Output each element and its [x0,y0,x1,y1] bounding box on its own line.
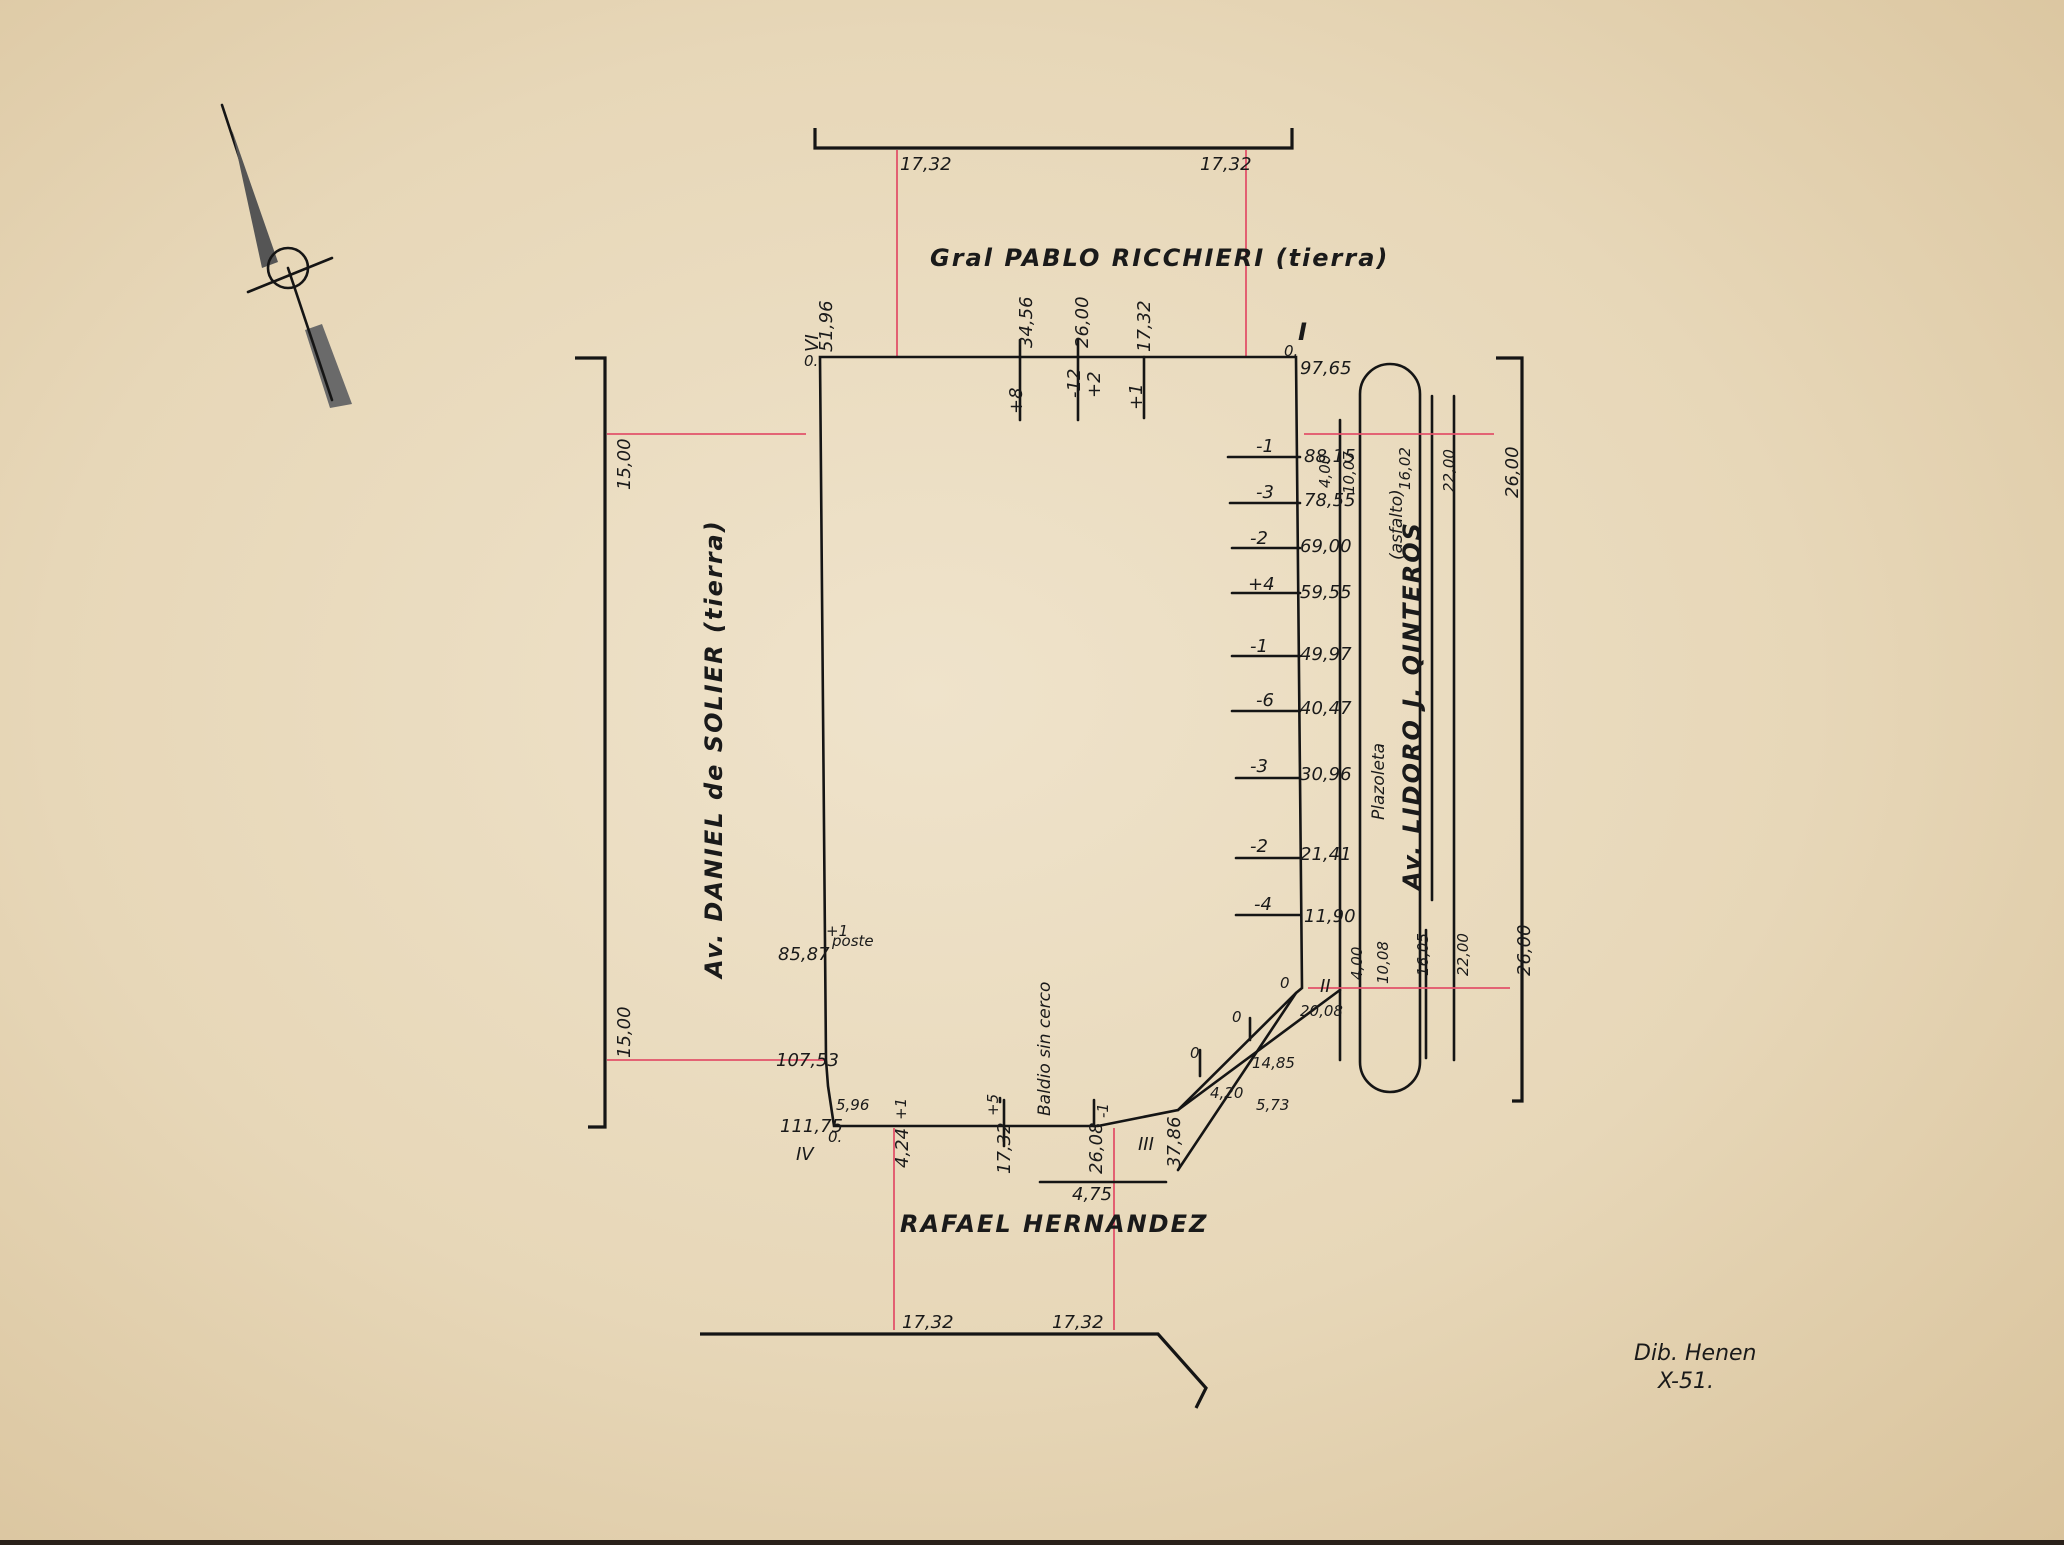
dim-left-mid: 107,53 [776,1050,839,1071]
right-ticks [1226,455,1302,917]
dim-top-right: 17,32 [1200,154,1252,175]
delta-right-4: +4 [1248,574,1275,595]
dim-top-offset-1: 34,56 [1016,296,1037,348]
dim-bottom-plus5: +5 [984,1094,1002,1116]
dim-top-corner-right: 97,65 [1300,358,1352,379]
dim-top-delta-3: +1 [1126,383,1147,410]
street-name-east: Av. LIDORO J. QINTEROS [1398,521,1426,892]
offset-right-4: 59,55 [1300,582,1352,603]
west-street-line [575,356,607,1129]
offset-right-8: 21,41 [1300,844,1352,865]
vertex-iii-label: III [1138,1134,1154,1155]
dim-bottom-plus1: +1 [892,1098,910,1120]
offset-right-2: 78,55 [1304,490,1356,511]
east-street-line [1496,356,1524,1103]
dim-diag-5: 5,73 [1256,1096,1289,1114]
dim-top-delta-2b: +2 [1084,371,1105,398]
band-top-4: 22,00 [1440,449,1458,492]
south-street-line [700,1332,1208,1409]
north-arrow-icon [220,103,352,408]
band-top-3: 16,02 [1396,447,1414,490]
corner-construction [998,988,1342,1184]
dim-bottom-1732: 17,32 [994,1122,1015,1174]
band-bottom-2: 10,08 [1374,941,1392,984]
lot-note: Baldio sin cerco [1035,982,1055,1116]
dim-bottom-minus1: -1 [1094,1103,1112,1118]
delta-right-6: -6 [1256,690,1274,711]
delta-right-5: -1 [1250,636,1268,657]
street-boundaries [575,128,1524,1409]
zero-corner-ii: 0 [1280,974,1290,992]
dim-top-offset-2: 26,00 [1072,296,1093,348]
vertex-iv-label: IV [796,1144,815,1165]
offset-right-3: 69,00 [1300,536,1352,557]
dim-bottom-475: 4,75 [1072,1184,1112,1205]
top-ticks [1018,338,1146,422]
street-name-west: Av. DANIEL de SOLIER (tierra) [700,519,728,980]
dim-bottom-2608: 26,08 [1086,1122,1107,1174]
offset-right-1: 88,15 [1304,446,1356,467]
zero-diag-1: 0 [1232,1008,1242,1026]
zero-corner-i: 0. [1284,342,1298,360]
dim-bottom-424: 4,24 [892,1128,913,1168]
band-bottom-1: 4,00 [1348,947,1366,980]
signature-name: Dib. Henen [1634,1341,1757,1366]
dim-left-poste-delta: +1 [826,922,848,940]
dim-top-left: 17,32 [900,154,952,175]
band-top-1: 4,00 [1316,455,1334,488]
dim-bottom-3786: 37,86 [1164,1116,1185,1168]
zero-corner-vi: 0. [804,352,818,370]
dim-top-delta-1: +8 [1006,387,1027,414]
vertex-i-label: I [1298,318,1309,346]
plazoleta-label: Plazoleta [1369,743,1389,820]
band-bottom-4: 22,00 [1454,933,1472,976]
offset-right-5: 49,97 [1300,644,1352,665]
delta-right-3: -2 [1250,528,1268,549]
offset-right-7: 30,96 [1300,764,1352,785]
band-bottom-3: 16,05 [1414,933,1432,976]
delta-right-8: -2 [1250,836,1268,857]
dim-corner-ii: 20,08 [1300,1002,1343,1020]
signature-date: X-51. [1657,1369,1714,1394]
band-top-2: 10,07 [1340,451,1358,494]
delta-right-7: -3 [1250,756,1268,777]
street-name-north: Gral PABLO RICCHIERI (tierra) [930,244,1389,272]
offset-right-9: 11,90 [1304,906,1356,927]
delta-right-2: -3 [1256,482,1274,503]
poste-label: poste [831,932,874,950]
dim-right-width-bottom: 26,00 [1514,924,1535,976]
plot-outline [818,355,1304,1128]
dim-bottom-left: 17,32 [902,1312,954,1333]
zero-diag-2: 0 [1190,1044,1200,1062]
dim-right-width-top: 26,00 [1502,446,1523,498]
dim-diag-14: 14,85 [1252,1054,1295,1072]
dim-left-poste: 85,87 [778,944,830,965]
dim-left-596: 5,96 [836,1096,869,1114]
dim-diag-4: 4,20 [1210,1084,1243,1102]
dim-bottom-right: 17,32 [1052,1312,1104,1333]
delta-right-1: -1 [1256,436,1274,457]
dim-left-sidewalk-top: 15,00 [614,438,635,490]
plazoleta-island [1358,362,1422,1094]
north-street-line [813,128,1294,150]
offset-right-6: 40,47 [1300,698,1352,719]
vertex-vi-label: VI [802,334,823,352]
street-note-east: (asfalto) [1387,489,1407,560]
dim-top-delta-2a: -12 [1064,369,1085,398]
dimension-lines [607,150,1510,1330]
dim-top-corner-left: 51,96 [816,300,837,352]
street-name-south: RAFAEL HERNANDEZ [900,1210,1208,1238]
dim-left-bottom: 111,75 [780,1116,843,1137]
dim-left-sidewalk-bottom: 15,00 [614,1006,635,1058]
delta-right-9: -4 [1254,894,1272,915]
vertex-ii-label: II [1320,976,1331,997]
zero-corner-iv: 0. [828,1128,842,1146]
dim-top-offset-3: 17,32 [1134,300,1155,352]
